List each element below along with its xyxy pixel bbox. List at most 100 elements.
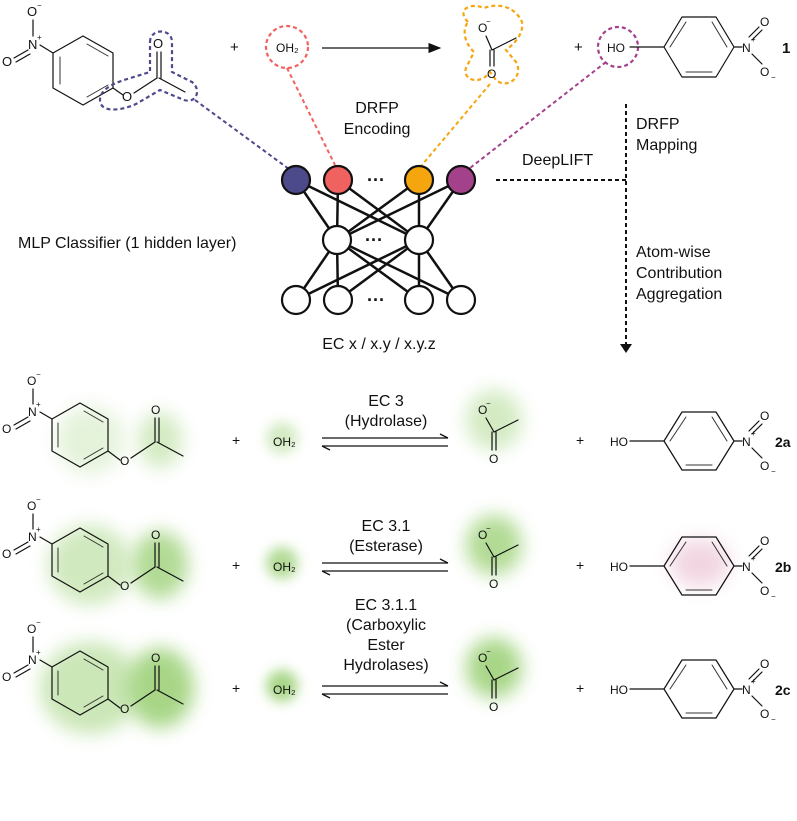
attribution-glow	[40, 638, 522, 734]
nitrophenyl-acetate-molecule: N+O−OOO	[2, 618, 184, 716]
acetate-o-minus: O	[478, 403, 487, 417]
phenol-nitro-o-bottom: O	[760, 65, 769, 79]
nitro-n-charge: +	[36, 525, 41, 534]
input-node-ester	[280, 164, 312, 196]
nitrophenyl-acetate-molecule: N+O−OOO	[2, 370, 184, 468]
water-molecule: OH₂	[264, 24, 310, 70]
ec-class-name-line: (Carboxylic	[346, 617, 426, 634]
nitro-o-left: O	[2, 422, 11, 436]
output-node-3	[403, 284, 435, 316]
drfp-mapping-line1: DRFP	[636, 116, 680, 133]
nitrophenyl-acetate-molecule: N + O − O O O	[2, 1, 199, 111]
phenol-ho: HO	[610, 435, 628, 449]
hidden-node-1	[321, 224, 353, 256]
nitro-o-charge: −	[36, 495, 41, 504]
phenol-nitro-o-top: O	[760, 657, 769, 671]
acetate-o-double: O	[487, 67, 496, 81]
nitro-o-charge: −	[36, 618, 41, 627]
acetate-o-charge: −	[486, 399, 491, 408]
nitro-o-top: O	[27, 374, 36, 388]
acetate-molecule: O−O	[478, 399, 519, 466]
phenol-ho: HO	[610, 560, 628, 574]
ec-level-label: EC x / x.y / x.y.z	[322, 336, 436, 353]
nitro-n-charge: +	[36, 400, 41, 409]
row-plus-2: +	[576, 557, 584, 573]
nitro-n: N	[28, 653, 37, 667]
nitro-n-charge: +	[36, 648, 41, 657]
ec-class-label: EC 3.1	[362, 518, 411, 535]
ester-o: O	[120, 702, 129, 716]
phenol-nitro-o-bottom: O	[760, 584, 769, 598]
phenol-ho: HO	[607, 41, 625, 55]
aggregation-line2: Contribution	[636, 265, 722, 282]
ec-class-label: EC 3	[368, 393, 404, 410]
nitro-n: N	[28, 37, 37, 52]
phenol-nitro-o-charge: −	[771, 592, 776, 601]
phenol-nitro-charge: +	[751, 677, 756, 686]
input-node-phenol	[445, 164, 477, 196]
row-water-label: OH₂	[273, 683, 296, 697]
acetate-molecule: O − O	[462, 4, 524, 85]
carbonyl-o: O	[151, 403, 160, 417]
ester-highlight-outline	[98, 30, 199, 111]
nitro-o-charge: −	[36, 370, 41, 379]
drfp-encoding-line1: DRFP	[355, 100, 399, 117]
aggregation-line3: Aggregation	[636, 286, 722, 303]
acetate-o-charge: −	[486, 524, 491, 533]
acetate-o-charge: −	[486, 17, 491, 26]
acetate-molecule: O−O	[478, 524, 519, 591]
nitro-o-top: O	[27, 499, 36, 513]
row-water-label: OH₂	[273, 560, 296, 574]
phenol-nitro-n: N	[742, 560, 751, 574]
nitro-n-charge: +	[37, 33, 42, 42]
attribution-glow	[48, 515, 730, 605]
output-ellipsis: ···	[367, 290, 385, 310]
row-label: 2c	[775, 682, 791, 698]
acetate-o-double: O	[489, 577, 498, 591]
phenol-nitro-n: N	[742, 683, 751, 697]
hidden-node-2	[403, 224, 435, 256]
carbonyl-o: O	[151, 651, 160, 665]
phenol-nitro-o-charge: −	[771, 715, 776, 724]
phenol-nitro-n: N	[742, 435, 751, 449]
phenol-nitro-charge: +	[751, 429, 756, 438]
acetate-o-charge: −	[486, 647, 491, 656]
input-ellipsis: ···	[367, 170, 385, 190]
phenol-nitro-o-charge: −	[771, 73, 776, 82]
row-plus-1: +	[232, 680, 240, 696]
attribution-glow	[56, 390, 522, 474]
phenol-nitro-o-bottom: O	[760, 707, 769, 721]
top-plus-1: +	[230, 39, 239, 56]
aggregation-line1: Atom-wise	[636, 244, 711, 261]
ec-class-name-line: (Hydrolase)	[345, 413, 428, 430]
output-node-1	[280, 284, 312, 316]
mlp-classifier-label: MLP Classifier (1 hidden layer)	[18, 235, 236, 252]
input-node-acetate	[403, 164, 435, 196]
acetate-o-minus: O	[478, 651, 487, 665]
ester-o: O	[120, 454, 129, 468]
acetate-molecule: O−O	[478, 647, 519, 714]
phenol-nitro-o-charge: −	[771, 467, 776, 476]
mlp-network: ··· ··· ··· DRFP Encoding MLP Classifier…	[18, 61, 722, 353]
nitro-n: N	[28, 530, 37, 544]
output-node-2	[322, 284, 354, 316]
phenol-nitro-charge: +	[751, 554, 756, 563]
ester-o: O	[120, 579, 129, 593]
phenol-nitro-o-bottom: O	[760, 459, 769, 473]
top-plus-2: +	[574, 39, 583, 56]
phenol-nitro-o-top: O	[760, 409, 769, 423]
nitro-o-charge: −	[37, 1, 42, 10]
nitro-n: N	[28, 405, 37, 419]
deeplift-label: DeepLIFT	[522, 152, 593, 169]
input-node-water	[322, 164, 354, 196]
row-plus-2: +	[576, 432, 584, 448]
hidden-ellipsis: ···	[365, 230, 383, 250]
water-label: OH₂	[276, 41, 299, 55]
nitro-o-top: O	[27, 4, 37, 19]
